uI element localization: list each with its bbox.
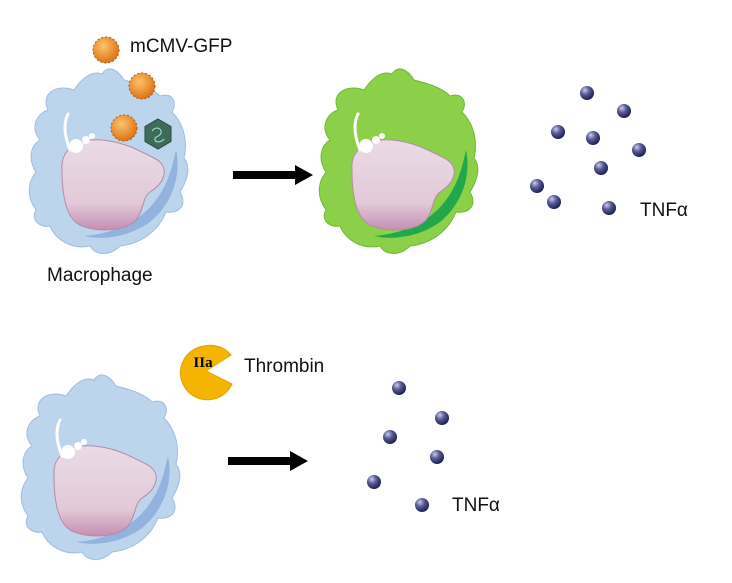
virion-icon: [110, 114, 138, 142]
tnf-particle: [430, 450, 444, 464]
arrow-top: [233, 165, 313, 185]
virion-icon: [92, 36, 120, 64]
tnf-particle: [547, 195, 561, 209]
macrophage-cell-top: [28, 68, 189, 255]
virion-group: [92, 36, 172, 150]
tnf-label-top: TNFα: [640, 200, 688, 221]
infected-macrophage-cell: [318, 68, 479, 255]
macrophage-cell-bottom: [20, 374, 181, 560]
thrombin-icon: IIa: [179, 344, 233, 401]
tnf-particle: [617, 104, 631, 118]
tnf-particle: [435, 411, 449, 425]
arrow-bottom: [228, 451, 308, 471]
tnf-particles-top: [530, 86, 646, 215]
thrombin-badge: IIa: [193, 355, 213, 371]
tnf-particle: [392, 381, 406, 395]
tnf-particle: [530, 179, 544, 193]
thrombin-label: Thrombin: [244, 356, 325, 377]
tnf-particles-bottom: [367, 381, 449, 512]
tnf-particle: [632, 143, 646, 157]
tnf-label-bottom: TNFα: [452, 495, 500, 516]
tnf-particle: [586, 131, 600, 145]
virus-label: mCMV-GFP: [130, 36, 233, 57]
virion-icon: [128, 72, 156, 100]
macrophage-label: Macrophage: [47, 265, 153, 286]
tnf-particle: [383, 430, 397, 444]
tnf-particle: [367, 475, 381, 489]
viral-capsid-icon: [144, 118, 172, 150]
tnf-particle: [594, 161, 608, 175]
tnf-particle: [580, 86, 594, 100]
tnf-particle: [415, 498, 429, 512]
tnf-particle: [551, 125, 565, 139]
tnf-particle: [602, 201, 616, 215]
